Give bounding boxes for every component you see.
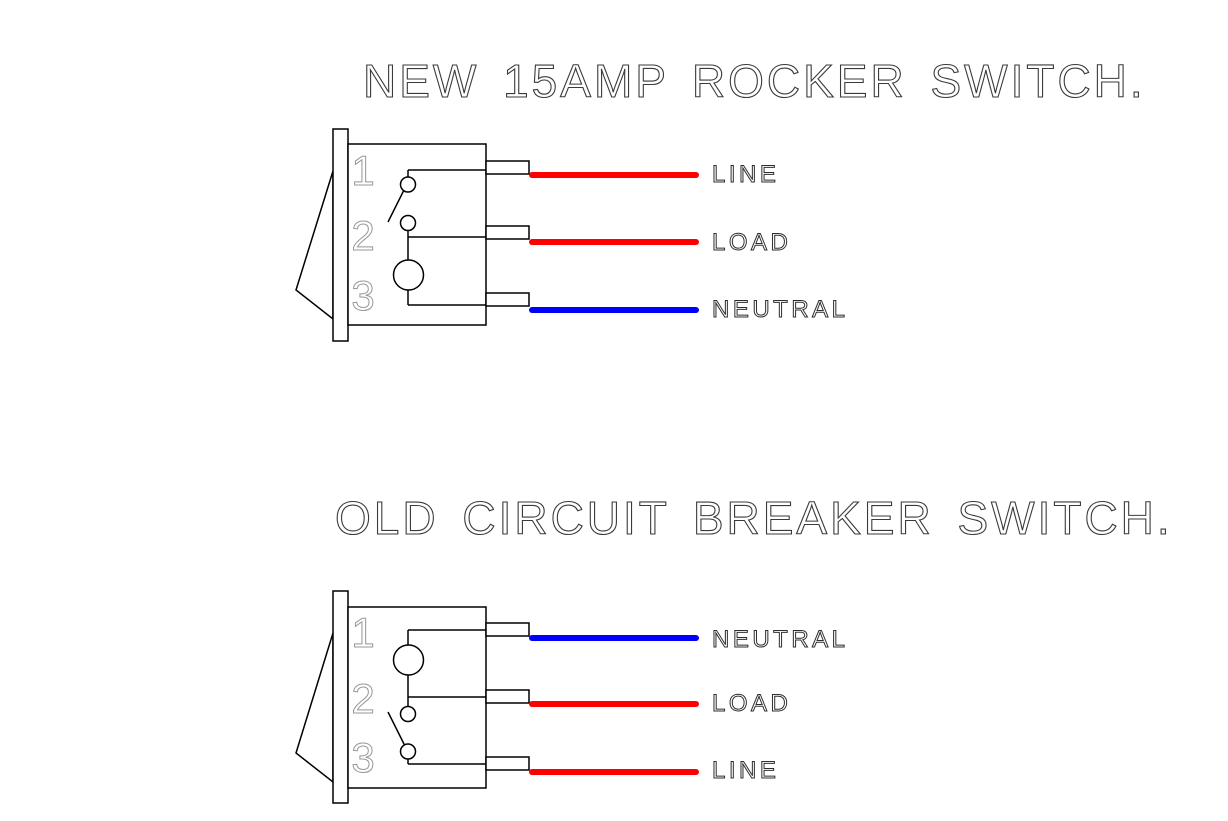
wire-label-neutral: NEUTRAL	[712, 296, 849, 323]
wire-label-neutral: NEUTRAL	[712, 626, 849, 653]
internal-connection-lines	[407, 629, 486, 765]
wire-label-line: LINE	[711, 161, 780, 188]
terminal-tab-2	[485, 225, 530, 240]
terminal-tab-2	[485, 689, 530, 704]
rocker-actuator	[295, 632, 334, 784]
terminal-number-1: 1	[351, 147, 375, 194]
contact-circle-2	[399, 705, 417, 723]
diagram-title: OLD CIRCUIT BREAKER SWITCH.	[334, 492, 1173, 544]
terminal-tab-3	[485, 756, 530, 771]
switch-arm	[387, 711, 406, 747]
contact-circle-3	[399, 743, 417, 760]
switch-body	[347, 143, 487, 326]
wire-neutral	[529, 307, 699, 313]
wire-label-load: LOAD	[711, 229, 792, 256]
wire-neutral	[529, 635, 699, 641]
wire-load	[529, 239, 699, 245]
wire-label-load: LOAD	[711, 690, 792, 717]
terminal-number-2: 2	[351, 212, 375, 259]
wire-line	[529, 172, 699, 178]
rocker-actuator	[295, 170, 334, 321]
contact-circle-1	[399, 176, 417, 193]
contact-circle-3	[392, 259, 425, 291]
new-rocker-switch-drawing	[295, 128, 530, 342]
terminal-tab-3	[485, 292, 530, 307]
contact-circle-2	[399, 214, 417, 232]
terminal-tab-1	[485, 160, 530, 175]
terminal-tab-1	[485, 622, 530, 637]
terminal-number-1: 1	[351, 609, 375, 656]
terminal-number-2: 2	[351, 675, 375, 722]
terminal-number-3: 3	[351, 734, 375, 781]
old-breaker-switch-drawing	[295, 590, 530, 804]
switch-arm	[387, 189, 405, 223]
wire-load	[529, 701, 699, 707]
internal-connection-lines	[407, 169, 486, 306]
terminal-number-3: 3	[351, 272, 375, 319]
contact-circle-1	[392, 644, 425, 676]
wire-line	[529, 769, 699, 775]
wire-label-line: LINE	[711, 757, 780, 784]
diagram-title: NEW 15AMP ROCKER SWITCH.	[362, 55, 1146, 107]
